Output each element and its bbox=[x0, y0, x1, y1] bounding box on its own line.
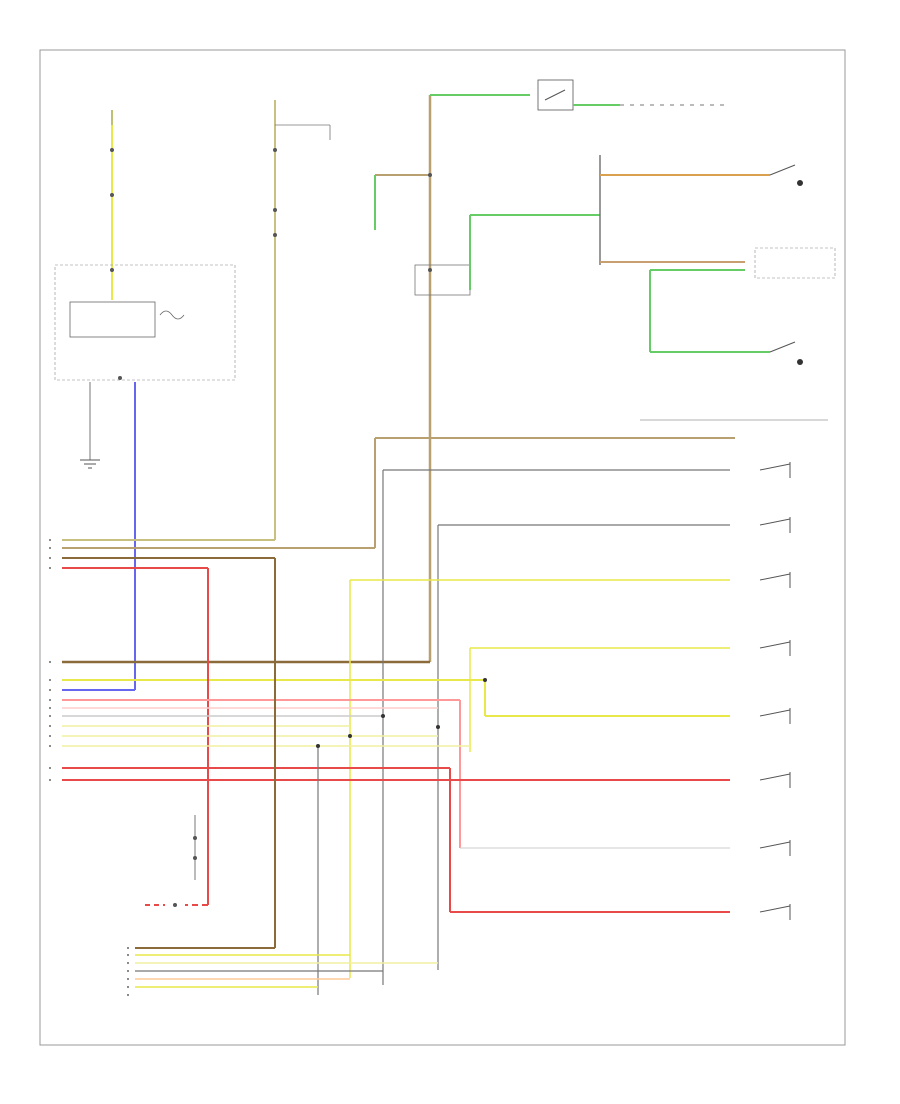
bottom-connector-pins bbox=[127, 947, 129, 996]
switch-5 bbox=[759, 708, 791, 724]
brake-switch bbox=[537, 79, 574, 111]
switch-8 bbox=[759, 904, 791, 920]
diagram-border bbox=[39, 49, 846, 1046]
top-middle-section bbox=[62, 100, 331, 541]
top-right-section bbox=[537, 79, 836, 421]
switch-2 bbox=[759, 517, 791, 533]
switch-6 bbox=[759, 772, 791, 788]
lower-left-component bbox=[145, 815, 197, 907]
switch-1 bbox=[759, 462, 791, 478]
top-left-section bbox=[54, 110, 236, 691]
center-trunk bbox=[62, 94, 600, 664]
harness-lines bbox=[62, 437, 735, 995]
right-switch-column bbox=[759, 462, 791, 920]
under-dash-fuse-box bbox=[54, 264, 236, 381]
switch-3 bbox=[759, 572, 791, 588]
switch-7 bbox=[759, 840, 791, 856]
left-connector-pins bbox=[49, 539, 51, 781]
switch-4 bbox=[759, 640, 791, 656]
relay-box bbox=[69, 301, 156, 338]
